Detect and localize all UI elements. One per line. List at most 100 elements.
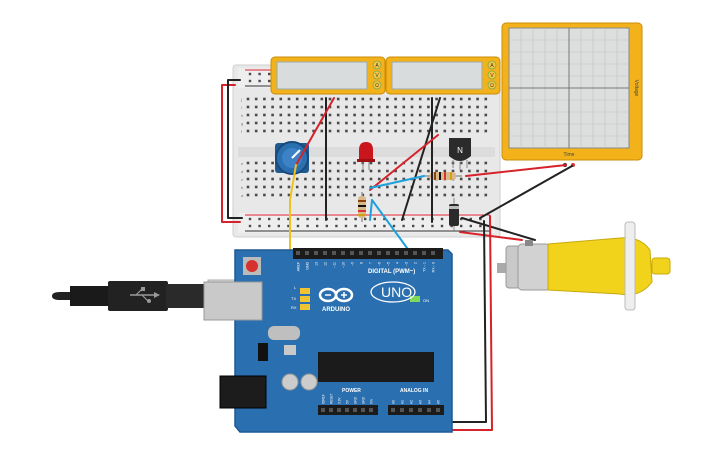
power-pin-label-2: 3.3V [338,397,342,404]
row-letter-h: h [241,113,243,118]
atmega-chip [318,352,434,382]
analog-pin-label-0: A0 [392,400,396,404]
analog-pin-3[interactable] [418,408,422,412]
digital-pin-label-15: RX←0 [432,262,436,272]
multimeter-2-label-ohm: Ω [490,83,494,89]
analog-pin-4[interactable] [427,408,431,412]
digital-pin-9[interactable] [377,251,381,255]
digital-pin-2[interactable] [314,251,318,255]
multimeter-1-mode-v[interactable] [372,70,382,80]
multimeter-2-mode-a[interactable] [487,60,497,70]
wire-red-led [369,134,439,191]
digital-pin-label-1: GND [306,262,310,270]
digital-pin-1[interactable] [305,251,309,255]
multimeter-1-label-a: A [375,63,379,69]
digital-pin-label-7: 8 [360,262,364,264]
multimeter-2-mode-v[interactable] [487,70,497,80]
digital-pin-6[interactable] [350,251,354,255]
row-letter-j: j [240,97,242,102]
digital-pin-7[interactable] [359,251,363,255]
wire-blue-pin [371,199,411,253]
digital-pin-11[interactable] [395,251,399,255]
digital-pin-4[interactable] [332,251,336,255]
row-letter-d: d [241,169,243,174]
analog-pin-label-3: A3 [419,400,423,404]
power-pin-label-5: GND [362,396,366,404]
dc-motor[interactable] [497,221,671,311]
l-led-label: L [294,285,297,290]
digital-pin-label-11: 4 [396,262,400,264]
resistor-horizontal[interactable] [424,172,462,180]
digital-pin-8[interactable] [368,251,372,255]
wire-red-scope [465,164,567,177]
tx-label: TX [291,296,296,301]
power-pin-1[interactable] [329,408,333,412]
digital-pin-0[interactable] [296,251,300,255]
power-pin-5[interactable] [361,408,365,412]
transistor[interactable]: N [449,138,471,170]
digital-pin-label-4: ~11 [333,262,337,268]
power-label: POWER [342,388,361,394]
wire-black-motor [461,217,536,241]
power-pin-3[interactable] [345,408,349,412]
power-pin-label-6: Vin [370,399,374,404]
multimeter-1-label-ohm: Ω [375,83,379,89]
multimeter-2-label-v: V [490,73,494,79]
digital-pin-label-0: AREF [297,262,301,271]
digital-pin-label-10: ~5 [387,262,391,266]
row-letter-e: e [241,161,244,166]
potentiometer[interactable] [275,141,309,175]
row-letter-a: a [241,193,244,198]
digital-pin-14[interactable] [422,251,426,255]
wire-black-diag [401,97,441,221]
analog-pin-label-5: A5 [437,400,441,404]
multimeter-1-label-v: V [375,73,379,79]
row-letter-b: b [241,185,244,190]
digital-pin-12[interactable] [404,251,408,255]
led[interactable] [357,142,375,170]
brand-label: ARDUINO [322,307,350,313]
analog-pin-1[interactable] [400,408,404,412]
resistor-vertical[interactable] [358,192,366,222]
power-pin-2[interactable] [337,408,341,412]
digital-pin-label-2: 13 [315,262,319,266]
digital-label: DIGITAL (PWM~) [368,269,415,275]
multimeter-2-display [391,61,483,90]
analog-pin-5[interactable] [436,408,440,412]
digital-pin-label-3: 12 [324,262,328,266]
diode[interactable] [449,198,459,232]
multimeter-1[interactable]: A V Ω [270,56,386,95]
row-letter-g: g [241,121,243,126]
reset-button[interactable] [246,260,258,272]
digital-pin-label-14: TX→1 [423,262,427,272]
digital-pin-5[interactable] [341,251,345,255]
digital-pin-label-8: 7 [369,262,373,264]
row-letter-i: i [241,105,242,110]
analog-header[interactable] [388,405,444,415]
wire-blue-resistor [369,175,425,189]
analog-pin-label-2: A2 [410,400,414,404]
arduino-logo-icon [318,287,354,303]
digital-pin-13[interactable] [413,251,417,255]
power-pin-0[interactable] [321,408,325,412]
multimeter-1-mode-ohm[interactable] [372,80,382,90]
row-letter-f: f [241,129,243,134]
multimeter-1-display [276,61,368,90]
digital-pin-label-12: ~3 [405,262,409,266]
digital-pin-10[interactable] [386,251,390,255]
digital-pin-3[interactable] [323,251,327,255]
analog-pin-0[interactable] [391,408,395,412]
wire-black-scope [479,165,573,219]
power-pin-4[interactable] [353,408,357,412]
digital-pin-15[interactable] [431,251,435,255]
multimeter-2-mode-ohm[interactable] [487,80,497,90]
analog-pin-2[interactable] [409,408,413,412]
power-pin-6[interactable] [369,408,373,412]
multimeter-2[interactable]: A V Ω [385,56,501,95]
multimeter-1-mode-a[interactable] [372,60,382,70]
digital-pin-label-6: ~9 [351,262,355,266]
digital-pin-label-13: 2 [414,262,418,264]
oscilloscope[interactable]: Voltage Time [501,22,643,167]
